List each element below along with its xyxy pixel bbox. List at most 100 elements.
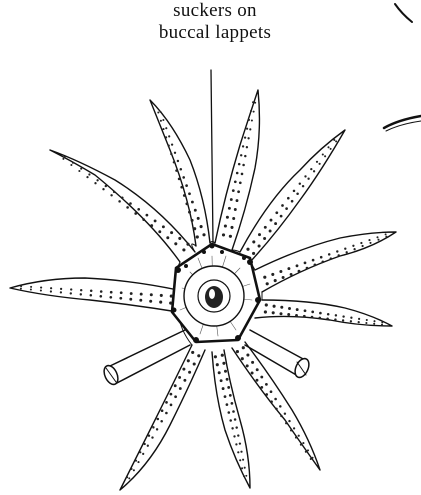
sucker-dot xyxy=(264,310,267,313)
sucker-dot xyxy=(169,302,172,305)
sucker-dot xyxy=(100,290,103,293)
sucker-dot xyxy=(247,137,249,139)
sucker-dot xyxy=(166,236,169,239)
sucker-dot xyxy=(282,276,285,279)
sucker-dot xyxy=(134,212,137,215)
sucker-dot xyxy=(72,162,74,164)
sucker-dot xyxy=(274,398,277,401)
sucker-dot xyxy=(229,235,232,238)
sucker-dot xyxy=(251,361,254,364)
sucker-dot xyxy=(246,128,248,130)
sucker-dot xyxy=(110,194,112,196)
sucker-dot xyxy=(178,237,181,240)
sucker-dot xyxy=(279,405,282,408)
sucker-dot xyxy=(78,170,80,172)
sucker-dot xyxy=(335,314,337,316)
arm-upper-left xyxy=(50,150,195,262)
sucker-dot xyxy=(183,379,186,382)
sucker-dot xyxy=(280,312,283,315)
sucker-dot xyxy=(86,176,88,178)
callout-leader-line xyxy=(211,70,213,243)
sucker-dot xyxy=(137,208,140,211)
sucker-dot xyxy=(234,418,237,421)
sucker-dot xyxy=(333,139,335,141)
sucker-dot xyxy=(149,300,152,303)
sucker-dot xyxy=(237,434,239,436)
sucker-dot xyxy=(171,143,173,145)
sucker-dot xyxy=(275,408,278,411)
sucker-dot xyxy=(385,233,387,235)
sucker-dot xyxy=(120,291,123,294)
arm-top-right xyxy=(240,130,345,262)
sucker-dot xyxy=(232,217,235,220)
sucker-dot xyxy=(40,289,42,291)
sucker-dot xyxy=(126,476,128,478)
sucker-dot xyxy=(222,233,225,236)
sucker-dot xyxy=(306,267,309,270)
sucker-dot xyxy=(30,288,32,290)
sucker-dot xyxy=(241,173,244,176)
sucker-dot xyxy=(236,199,239,202)
sucker-dot xyxy=(119,297,122,300)
sucker-dot xyxy=(197,217,200,220)
sucker-dot xyxy=(62,158,64,160)
sucker-dot xyxy=(242,164,245,167)
sucker-dot xyxy=(296,308,299,311)
sucker-dot xyxy=(377,239,379,241)
sucker-dot xyxy=(187,359,190,362)
sucker-dot xyxy=(350,317,352,319)
sucker-dot xyxy=(322,261,325,264)
sucker-dot xyxy=(270,390,273,393)
sucker-dot xyxy=(160,420,163,423)
sucker-dot xyxy=(280,306,283,309)
sucker-dot xyxy=(194,209,197,212)
sucker-dot xyxy=(242,459,244,461)
sucker-dot xyxy=(109,296,112,299)
sucker-dot xyxy=(80,168,82,170)
sucker-dot xyxy=(274,279,277,282)
sucker-dot xyxy=(241,357,244,360)
sucker-dot xyxy=(234,180,237,183)
sucker-dot xyxy=(183,194,186,197)
sucker-dot xyxy=(285,422,287,424)
sucker-dot xyxy=(180,186,183,189)
sucker-dot xyxy=(270,400,273,403)
sucker-dot xyxy=(293,427,295,429)
sucker-dot xyxy=(326,317,329,320)
sucker-dot xyxy=(20,285,22,287)
sucker-dot xyxy=(40,287,42,289)
sucker-dot xyxy=(188,371,191,374)
sucker-dot xyxy=(240,451,242,453)
tentacle-stub-right-end xyxy=(292,356,311,379)
sucker-dot xyxy=(232,410,235,413)
sucker-dot xyxy=(293,190,296,193)
sucker-dot xyxy=(140,293,143,296)
sucker-dot xyxy=(237,190,240,193)
sucker-dot xyxy=(358,318,360,320)
sucker-dot xyxy=(304,309,307,312)
sucker-dot xyxy=(218,371,221,374)
sucker-dot xyxy=(352,245,354,247)
sucker-dot xyxy=(350,320,352,322)
sucker-dot xyxy=(64,156,66,158)
sucker-dot xyxy=(129,298,132,301)
sucker-dot xyxy=(231,427,233,429)
sucker-dot xyxy=(324,155,326,157)
sucker-dot xyxy=(154,219,157,222)
sucker-dot xyxy=(368,239,370,241)
sucker-dot xyxy=(193,227,196,230)
sucker-dot xyxy=(256,379,259,382)
sucker-dot xyxy=(285,207,288,210)
arm-top-left xyxy=(150,100,210,246)
sucker-dot xyxy=(182,368,185,371)
sucker-dot xyxy=(90,290,93,293)
sucker-dot xyxy=(316,161,318,163)
sucker-dot xyxy=(287,313,290,316)
sucker-dot xyxy=(249,128,251,130)
sucker-dot xyxy=(146,214,149,217)
sucker-dot xyxy=(313,170,315,172)
sucker-dot xyxy=(160,111,162,113)
sucker-dot xyxy=(302,185,304,187)
sucker-dot xyxy=(253,111,255,113)
sucker-dot xyxy=(240,154,242,156)
